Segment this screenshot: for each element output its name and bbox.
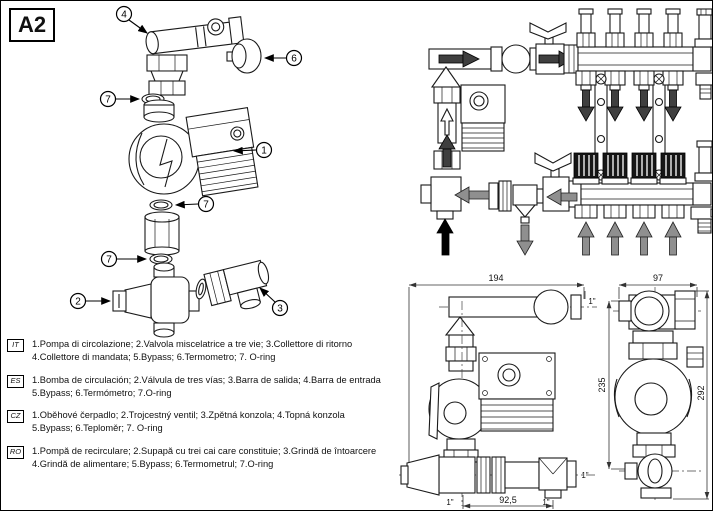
flow-meter-knob <box>630 152 658 185</box>
loop-union <box>604 70 626 91</box>
callout-number: 1 <box>261 146 267 157</box>
flow-arrow-down <box>664 89 682 122</box>
callout-number: 7 <box>105 95 111 106</box>
language-code-badge: IT <box>7 339 24 352</box>
dim-side-width: 97 <box>653 273 663 283</box>
legend-row-ro: RO 1.Pompă de recirculare; 2.Supapă cu t… <box>7 445 376 471</box>
air-vent-bottom <box>690 140 712 234</box>
front-view-drawing: 194 1" <box>399 273 597 509</box>
flow-arrow-down <box>635 89 653 122</box>
legend-line: 1.Pompa di circolazione; 2.Valvola misce… <box>32 339 353 349</box>
loop-union <box>632 204 656 219</box>
language-code-badge: RO <box>7 446 24 459</box>
mixing-valve-part <box>112 262 200 338</box>
dim-pump-height: 235 <box>597 377 607 392</box>
callout-number: 7 <box>203 200 209 211</box>
return-tee-part <box>203 259 270 310</box>
callout-number: 4 <box>121 10 127 21</box>
dim-port-spacing: 92,5 <box>499 495 517 505</box>
manifold-assembly-diagram <box>420 8 712 256</box>
loop-union <box>575 70 597 91</box>
callout-number: 7 <box>106 255 112 266</box>
callout-3: 3 <box>259 287 289 317</box>
flow-arrow-down <box>606 89 624 122</box>
language-code-badge: CZ <box>7 410 24 423</box>
flow-arrow-up <box>664 221 682 256</box>
return-line <box>454 152 582 256</box>
flow-meter-knob <box>659 152 687 185</box>
dim-side-connection: 1" <box>581 471 588 480</box>
loop-union <box>661 204 685 219</box>
legend-line: 5.Bypass; 6.Teploměr; 7. O-ring <box>32 423 163 433</box>
circulation-pump-part <box>128 99 259 197</box>
side-view-drawing: 97 235 292 <box>597 273 710 503</box>
exploded-view-diagram: 4 6 7 1 7 7 2 <box>69 5 303 338</box>
supply-collector-part <box>145 16 245 55</box>
callout-7a: 7 <box>99 90 141 108</box>
legend-line: 5.Bypass; 6.Termómetro; 7.O-ring <box>32 388 172 398</box>
callout-4: 4 <box>115 5 148 34</box>
legend-line: 1.Pompă de recirculare; 2.Supapă cu trei… <box>32 446 377 456</box>
flow-meter-knob <box>572 152 600 185</box>
loop-union <box>574 204 598 219</box>
legend-row-es: ES 1.Bomba de circulación; 2.Válvula de … <box>7 374 381 400</box>
air-vent-top <box>694 8 712 100</box>
figure-label: A2 <box>9 8 55 42</box>
legend-line: 4.Grindă de alimentare; 5.Bypass; 6.Term… <box>32 459 274 469</box>
loop-valve <box>663 8 683 48</box>
loop-union <box>662 70 684 91</box>
callout-1: 1 <box>232 141 273 159</box>
legend-row-cz: CZ 1.Oběhové čerpadlo; 2.Trojcestný vent… <box>7 409 345 435</box>
loop-valve <box>634 8 654 48</box>
coupling-nut-part <box>144 211 180 256</box>
legend-line: 1.Oběhové čerpadlo; 2.Trojcestný ventil;… <box>32 410 345 420</box>
o-ring-part <box>149 253 173 265</box>
legend-line: 4.Collettore di mandata; 5.Bypass; 6.Ter… <box>32 352 276 362</box>
dim-overall-width: 194 <box>488 273 503 283</box>
callout-2: 2 <box>69 292 112 310</box>
callout-number: 2 <box>75 297 81 308</box>
callout-7c: 7 <box>100 250 148 268</box>
flow-arrow-up <box>606 221 624 256</box>
flow-arrow-up <box>577 221 595 256</box>
callout-7b: 7 <box>174 195 215 213</box>
supply-line <box>428 22 579 75</box>
loop-valve <box>605 8 625 48</box>
flow-arrow-up <box>635 221 653 256</box>
dim-overall-height: 292 <box>696 385 706 400</box>
callout-number: 6 <box>291 54 297 65</box>
language-code-badge: ES <box>7 375 24 388</box>
loop-union <box>633 70 655 91</box>
dim-top-connection: 1" <box>588 297 595 306</box>
gasket-part <box>195 278 207 300</box>
flow-meter-knob <box>601 152 629 185</box>
return-manifold-bar <box>580 182 712 206</box>
figure-label-text: A2 <box>17 12 47 37</box>
dimension-drawings: 194 1" <box>399 273 710 509</box>
flow-arrow-down <box>577 89 595 122</box>
loop-union <box>603 204 627 219</box>
thermometer-part <box>226 38 262 74</box>
legend-line: 1.Bomba de circulación; 2.Válvula de tre… <box>32 375 381 385</box>
loop-valve <box>576 8 596 48</box>
dim-bottom-right-connection: 1" <box>542 498 549 507</box>
legend-row-it: IT 1.Pompa di circolazione; 2.Valvola mi… <box>7 338 352 364</box>
dim-bottom-left-connection: 1" <box>446 498 453 507</box>
callout-number: 3 <box>277 304 283 315</box>
callout-6: 6 <box>263 49 303 67</box>
pump-column <box>420 66 506 256</box>
o-ring-part <box>149 199 173 211</box>
supply-collector-nuts <box>146 54 188 96</box>
supply-manifold-bar <box>577 46 712 72</box>
